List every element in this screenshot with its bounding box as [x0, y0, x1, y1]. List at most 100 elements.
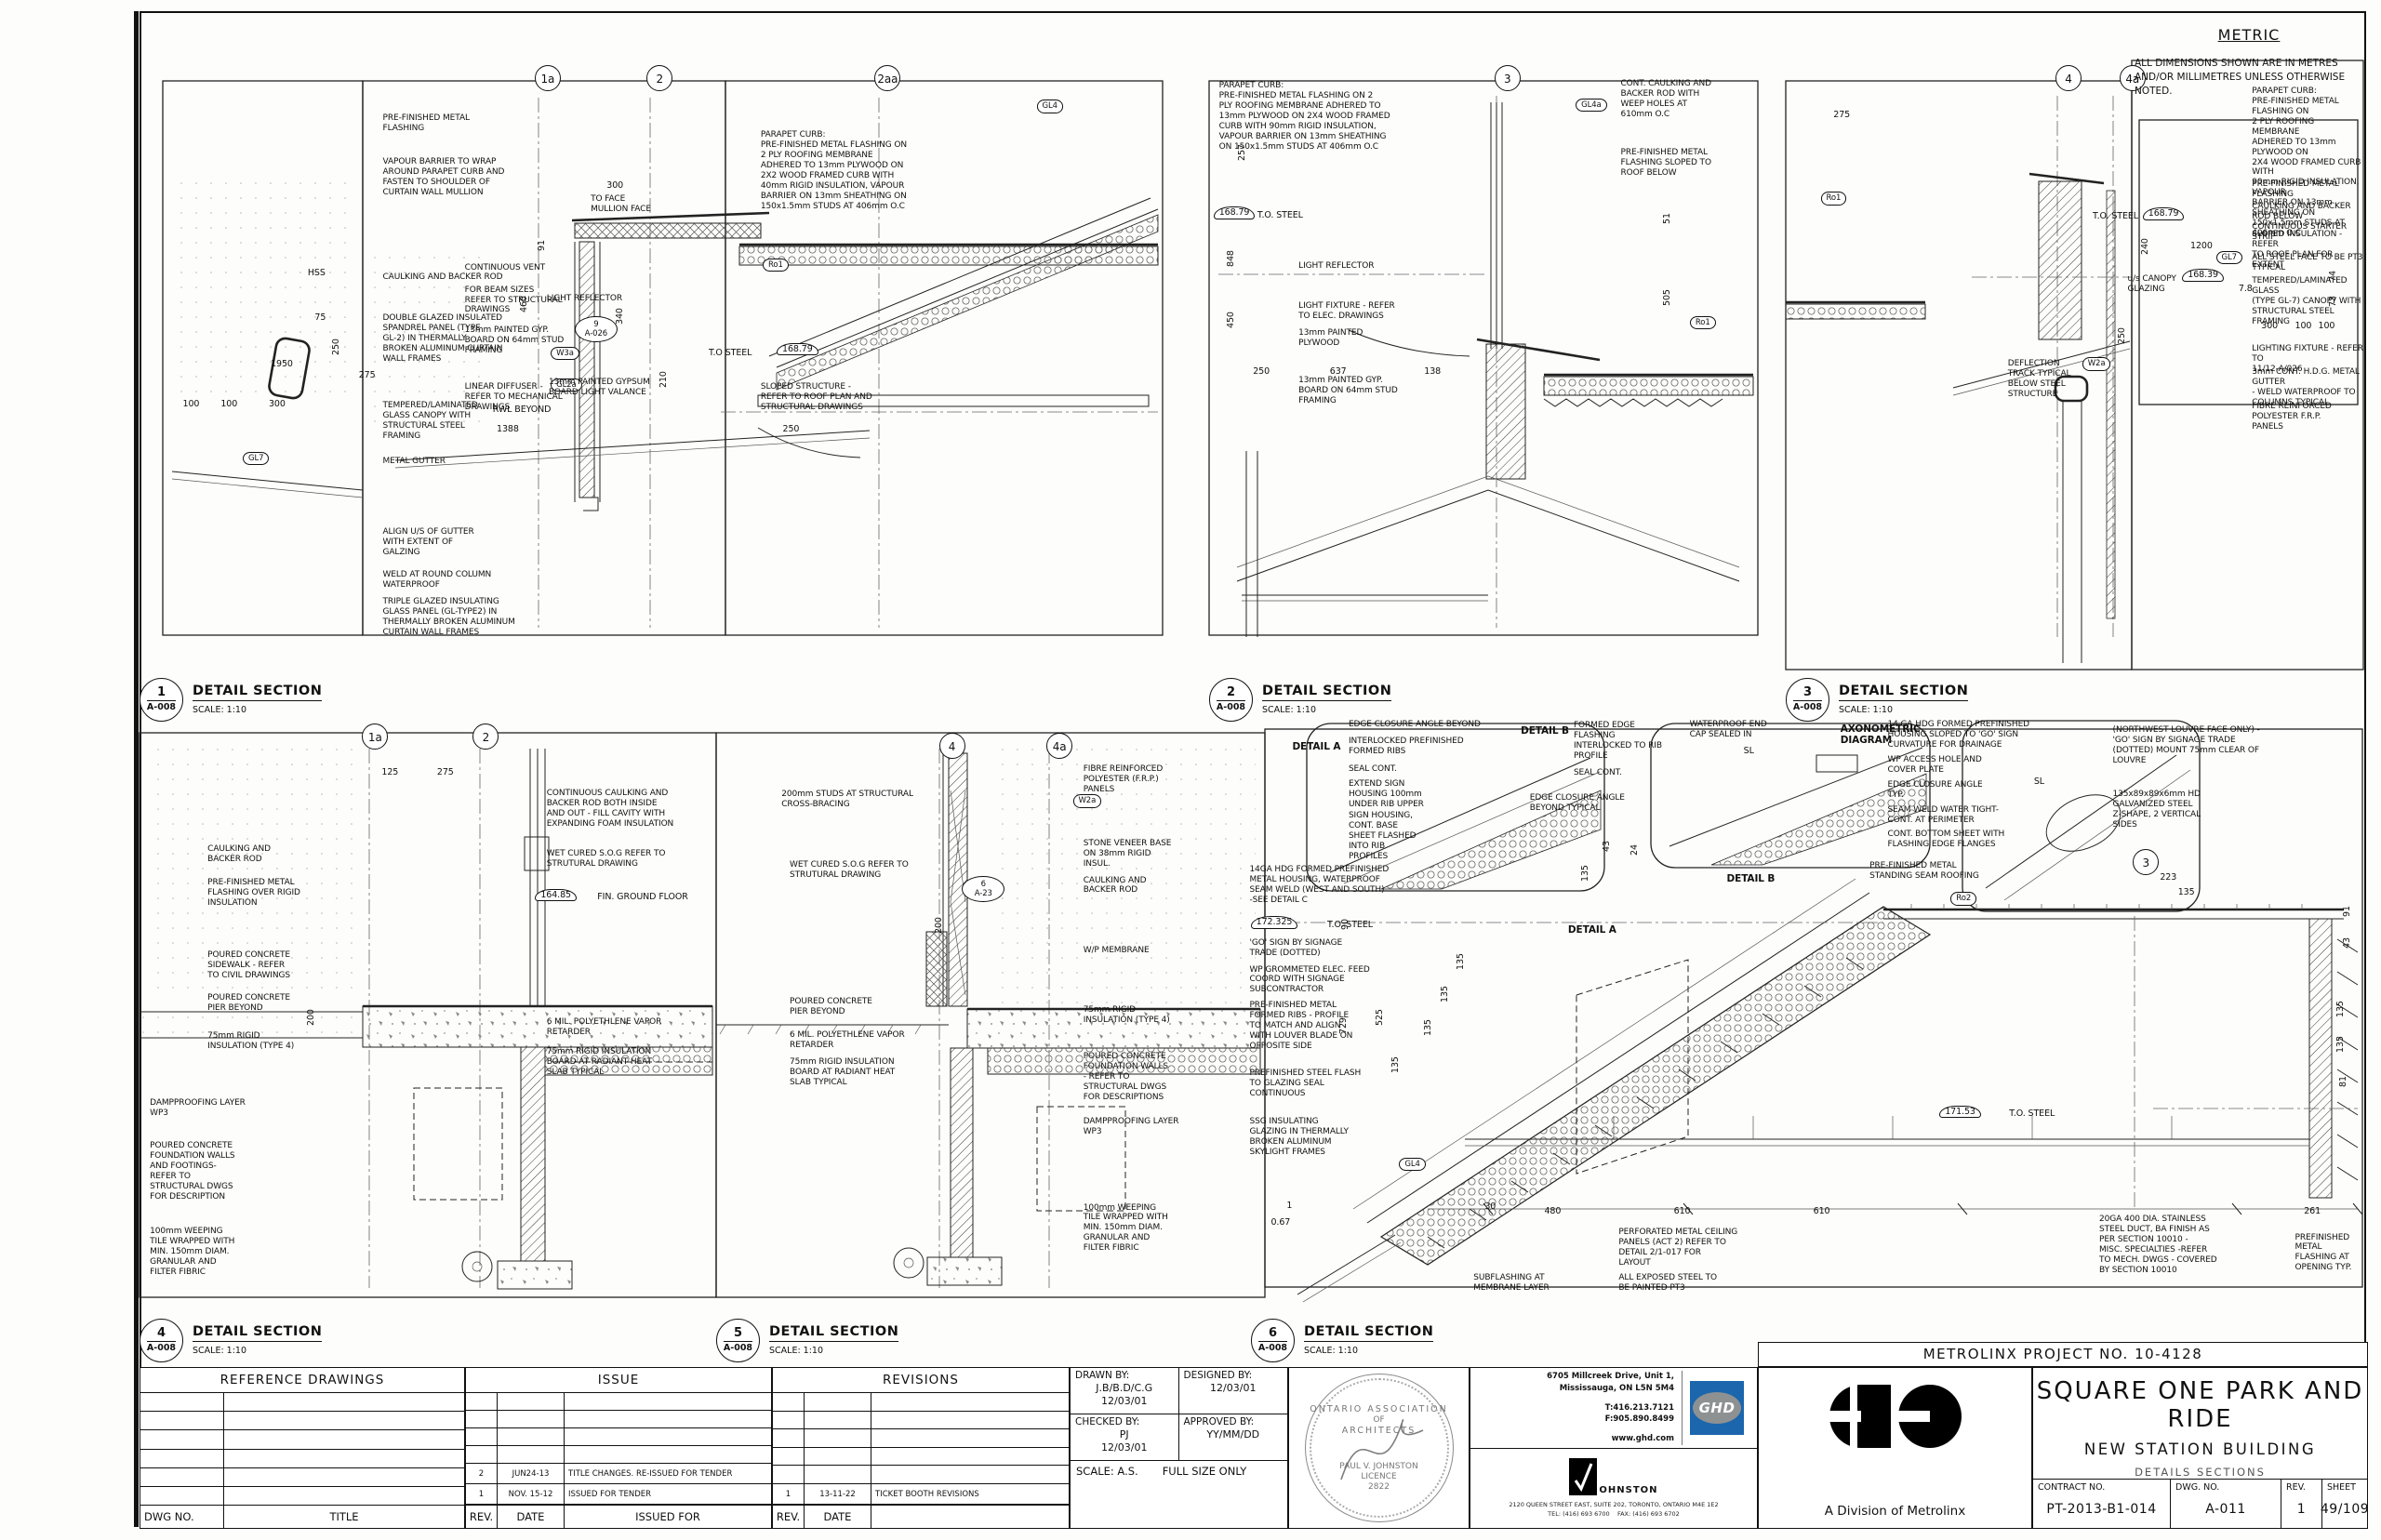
approved-by-date: YY/MM/DD [1206, 1428, 1260, 1441]
table-cell: 2 [466, 1464, 498, 1483]
sheet-description: DETAILS SECTIONS [2135, 1466, 2266, 1479]
dimension: 135 [2335, 1036, 2347, 1054]
dimension: 91 [537, 239, 548, 251]
grid-bubble: 4 [2055, 65, 2082, 92]
johnston-logo: OHNSTON [1569, 1457, 1657, 1495]
detail-scale: SCALE: 1:10 [1839, 705, 1894, 715]
dimension: 505 [1661, 289, 1672, 306]
metric-note-box: METRIC ALL DIMENSIONS SHOWN ARE IN METRE… [2135, 26, 2363, 100]
annotation-note: PARAPET CURB:PRE-FINISHED METAL FLASHING… [1218, 81, 1390, 153]
approved-by-label: APPROVED BY: [1183, 1416, 1255, 1427]
stamp-name: PAUL V. JOHNSTON [1339, 1462, 1418, 1471]
detail-sheet-ref: A-008 [723, 1342, 753, 1353]
dimension: 200 [933, 917, 944, 935]
dimension: 24 [1629, 843, 1641, 856]
dwg-no-label: DWG. NO. [2175, 1482, 2220, 1493]
metric-title: METRIC [2217, 26, 2281, 44]
architect-stamp-box: ONTARIO ASSOCIATION OF ARCHITECTS PAUL V… [1288, 1367, 1470, 1529]
dimension: 100 [2295, 320, 2312, 331]
dimension: 261 [2304, 1206, 2321, 1217]
dimension: 250 [1253, 365, 1270, 377]
material-tag: Ro2 [1950, 892, 1977, 906]
consultant-box: 6705 Millcreek Drive, Unit 1, Mississaug… [1470, 1367, 1758, 1529]
dimension: 450 [1225, 311, 1236, 328]
dimension: 275 [1833, 109, 1851, 120]
annotation-note: LIGHT REFLECTOR [546, 293, 623, 303]
contract-no-cell: CONTRACT NO.PT-2013-B1-014 [2033, 1480, 2171, 1528]
dimension: RWL BEYOND [492, 404, 552, 415]
detail-title-label: DETAIL SECTION [193, 1324, 323, 1342]
dimension: 223 [2160, 871, 2177, 883]
annotation-note: METAL GUTTER [382, 457, 446, 467]
annotation-note: 3mm CONT. H.D.G. METAL GUTTER- WELD WATE… [2252, 367, 2360, 407]
dimension: 43 [1602, 841, 1613, 852]
designed-by-label: DESIGNED BY: [1183, 1370, 1253, 1381]
ghd-logo: GHD [1690, 1381, 1744, 1435]
detail-scale: SCALE: 1:10 [769, 1346, 824, 1356]
dimension: T.O. STEEL [1326, 919, 1373, 930]
checked-by-date: 12/03/01 [1101, 1440, 1148, 1454]
johnston-block: OHNSTON 2120 QUEEN STREET EAST, SUITE 20… [1470, 1449, 1757, 1528]
revisions-blank-label [871, 1506, 1069, 1528]
checked-by-value: PJ [1119, 1428, 1129, 1441]
annotation-note: FIBRE REINFORCED POLYESTER F.R.P.PANELS [2252, 401, 2332, 431]
detail-number: 5 [724, 1326, 752, 1342]
detail-scale: SCALE: 1:10 [193, 1346, 247, 1356]
dimension: 135 [1422, 1019, 1433, 1037]
detail-5-linework [715, 732, 1266, 1298]
detail-scale: SCALE: 1:10 [1262, 705, 1317, 715]
stamp-architects: ARCHITECTS [1341, 1426, 1417, 1436]
dimension: HSS [307, 268, 326, 279]
grid-bubble: 4a [2119, 65, 2146, 92]
inset-title: DETAIL B [1726, 872, 1776, 884]
dimension: 210 [658, 371, 670, 389]
elevation-marker: 172.325 [1250, 916, 1298, 929]
detail-1-linework [162, 80, 1164, 636]
dimension: 1 [1286, 1200, 1293, 1211]
annotation-note: SLOPED STRUCTURE -REFER TO ROOF PLAN AND… [760, 381, 872, 412]
material-tag: W3a [551, 346, 579, 360]
designed-by-date: 12/03/01 [1210, 1382, 1257, 1395]
detail-sheet-ref: A-008 [146, 701, 177, 712]
detail-sheet-ref: A-008 [1216, 701, 1246, 712]
dimension: T.O. STEEL [2093, 211, 2138, 222]
dimension: 250 [330, 338, 341, 355]
drawn-by-label: DRAWN BY: [1075, 1370, 1130, 1381]
dimension: 250 [2117, 327, 2128, 344]
annotation-note: W/P MEMBRANE [1083, 946, 1150, 956]
stamp-association: ONTARIO ASSOCIATION [1310, 1404, 1448, 1414]
detail-6-linework [1260, 720, 2363, 1303]
sheet-subtitle: NEW STATION BUILDING [2083, 1440, 2317, 1458]
